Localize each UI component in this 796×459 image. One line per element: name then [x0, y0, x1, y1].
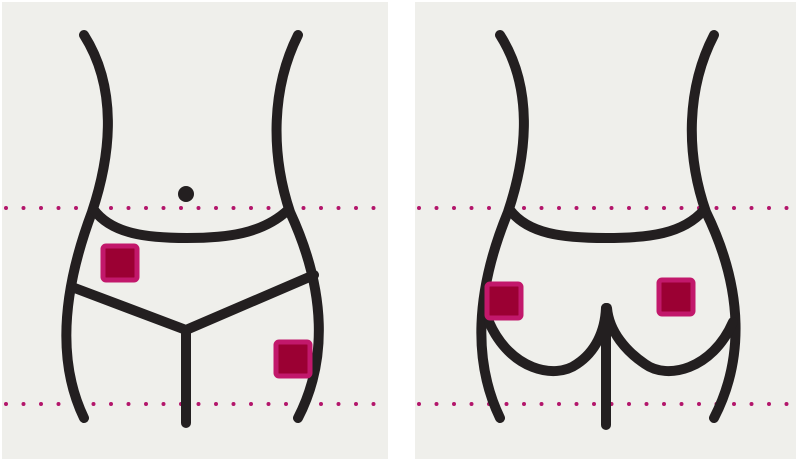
front-view-panel — [2, 2, 388, 459]
navel-dot — [178, 186, 194, 202]
back-patch-right — [659, 280, 693, 314]
back-view-panel — [415, 2, 796, 459]
front-patch-upper-left — [103, 246, 137, 280]
front-patch-lower-right — [276, 342, 310, 376]
back-patch-left — [487, 284, 521, 318]
front-panel-background — [2, 2, 388, 459]
back-view-illustration — [415, 2, 796, 459]
front-view-illustration — [2, 2, 388, 459]
